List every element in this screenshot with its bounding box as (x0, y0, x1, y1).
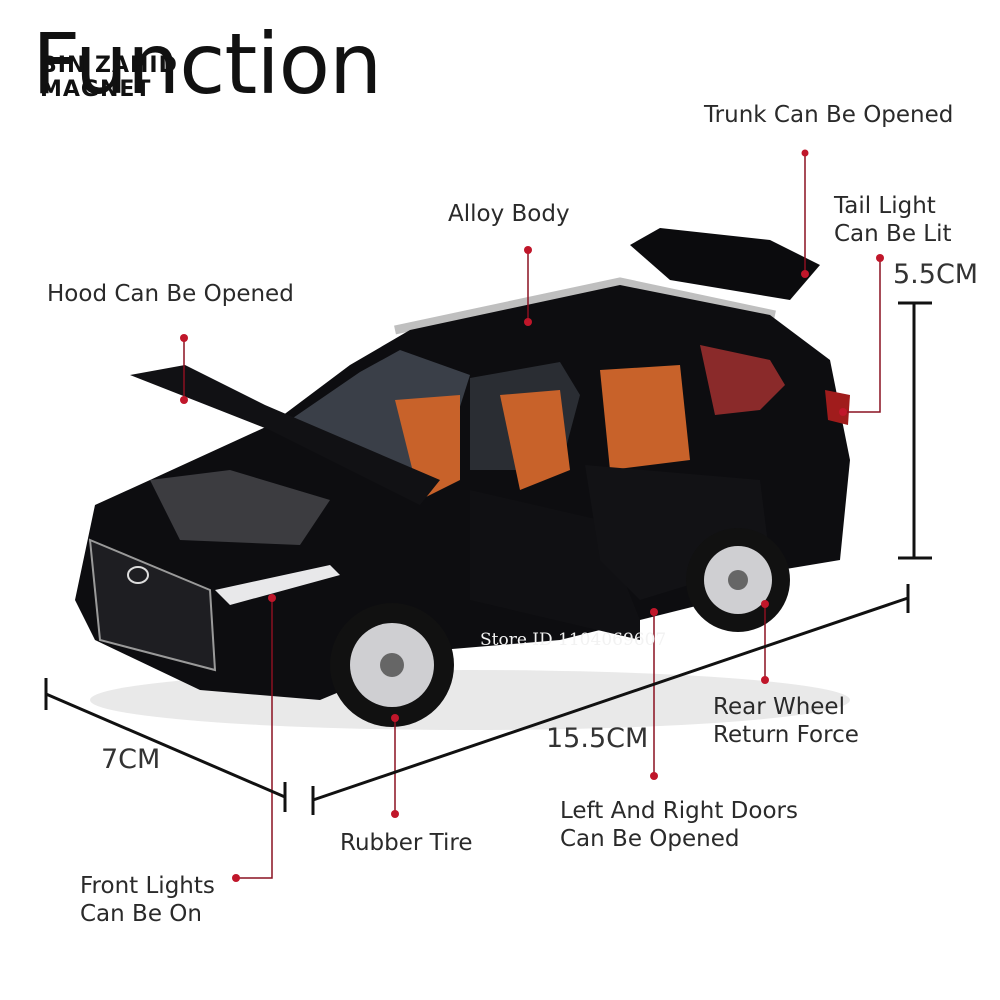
label-tail-light: Tail Light Can Be Lit (834, 192, 952, 248)
page-title: Function (32, 15, 382, 113)
label-front-line1: Front Lights (80, 873, 215, 899)
label-doors-line2: Can Be Opened (560, 826, 740, 852)
label-rear-wheel: Rear Wheel Return Force (713, 693, 859, 749)
label-doors-line1: Left And Right Doors (560, 798, 798, 824)
dimension-length: 15.5CM (546, 723, 649, 754)
store-id-watermark: Store ID 1104069607 (480, 630, 667, 650)
label-front-line2: Can Be On (80, 901, 202, 927)
label-front-lights: Front Lights Can Be On (80, 872, 215, 928)
watermark-line1: BIN ZAHID (40, 53, 178, 78)
callout-lines (180, 149, 884, 882)
dimension-height: 5.5CM (893, 259, 979, 290)
dimension-lines (44, 301, 932, 815)
label-tail-line2: Can Be Lit (834, 221, 952, 247)
label-tail-line1: Tail Light (834, 193, 936, 219)
dimension-width: 7CM (101, 744, 161, 775)
label-rear-line1: Rear Wheel (713, 694, 845, 720)
watermark-line2: MAGNET (40, 77, 152, 102)
watermark-logo: BIN ZAHID MAGNET (40, 54, 178, 102)
label-trunk: Trunk Can Be Opened (704, 102, 954, 128)
label-doors: Left And Right Doors Can Be Opened (560, 797, 798, 853)
car-image (75, 228, 850, 730)
label-hood: Hood Can Be Opened (47, 281, 294, 307)
label-alloy-body: Alloy Body (448, 201, 570, 227)
label-rear-line2: Return Force (713, 722, 859, 748)
label-rubber-tire: Rubber Tire (340, 830, 473, 856)
